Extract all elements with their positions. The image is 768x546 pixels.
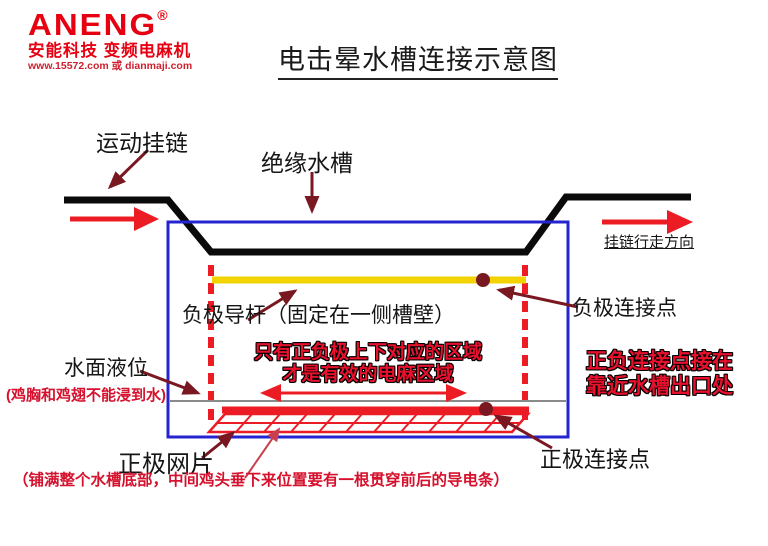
page-title: 电击晕水槽连接示意图 (278, 38, 558, 80)
note-water-level: (鸡胸和鸡翅不能浸到水) (6, 387, 166, 404)
label-negative-rod: 负极导杆（固定在一侧槽壁） (182, 303, 455, 327)
label-positive-connection: 正极连接点 (540, 447, 651, 472)
positive-mesh-pointer-icon (201, 431, 236, 460)
brand-tagline: 安能科技 变频电麻机 (28, 42, 192, 60)
negative-connection-pointer-icon (496, 285, 579, 309)
insulated-tank-outline (166, 220, 570, 439)
label-water-level: 水面液位 (64, 356, 148, 380)
note-connection-location-line2: 靠近水槽出口处 (586, 375, 733, 398)
water-level-pointer-icon (139, 369, 201, 395)
label-chain-direction: 挂链行走方向 (604, 235, 695, 251)
mesh-note-pointer-icon (244, 427, 281, 479)
moving-chain-pointer-icon (107, 148, 150, 190)
label-moving-chain: 运动挂链 (96, 131, 188, 156)
positive-mesh-grid (206, 406, 531, 434)
note-effective-zone: 只有正负极上下对应的区域 才是有效的电麻区域 (237, 342, 499, 386)
entry-direction-arrow-icon (70, 207, 159, 231)
exit-direction-arrow-icon (602, 210, 693, 234)
positive-connection-dot (479, 402, 493, 416)
conveyor-chain-line (64, 193, 691, 256)
brand-name: ANENG (28, 7, 158, 42)
label-insulated-tank: 绝缘水槽 (261, 151, 353, 176)
registered-mark: ® (157, 7, 168, 23)
negative-connection-dot (476, 273, 490, 287)
note-effective-zone-line2: 才是有效的电麻区域 (282, 364, 454, 385)
note-effective-zone-line1: 只有正负极上下对应的区域 (253, 342, 482, 363)
note-connection-location-line1: 正负连接点接在 (586, 350, 733, 373)
brand-url: www.15572.com 或 dianmaji.com (28, 59, 193, 72)
label-positive-mesh: 正极网片 (118, 452, 214, 478)
negative-rod-pointer-icon (247, 289, 298, 322)
positive-connection-pointer-icon (493, 414, 553, 450)
note-positive-mesh: （铺满整个水槽底部，中间鸡头垂下来位置要有一根贯穿前后的导电条） (13, 472, 510, 489)
note-connection-location: 正负连接点接在 靠近水槽出口处 (586, 349, 733, 399)
label-negative-connection: 负极连接点 (572, 296, 677, 320)
brand-logo: ANENG® 安能科技 变频电麻机 www.15572.com 或 dianma… (28, 8, 192, 71)
